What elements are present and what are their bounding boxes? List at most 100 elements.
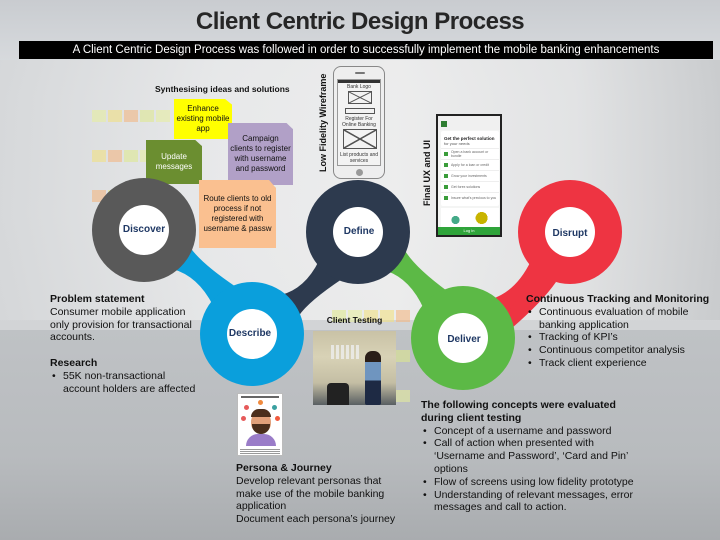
bank-icon [444,152,448,156]
person [365,351,381,405]
image-placeholder-icon [343,129,377,149]
background-sticky [92,150,106,162]
persona-beard [252,424,270,434]
wireframe-list-label: List products and services [339,152,379,164]
evaluated-list: Concept of a username and password Call … [421,425,646,515]
solution-row-text: Open a bank account or bundle [450,150,489,158]
background-sticky [332,310,346,322]
sticky-note-enhance-app: Enhance existing mobile app [174,99,232,139]
sticky-note-text: Campaign clients to register with userna… [230,134,291,173]
home-button-icon [356,169,363,176]
tracking-item: Continuous evaluation of mobile banking … [526,306,716,332]
tracking-item: Track client experience [526,357,716,370]
wall-cards [331,345,361,359]
bank-logo-icon [441,121,447,127]
persona-image [237,393,283,456]
status-bar [338,80,380,83]
research-list: 55K non-transactional account holders ar… [50,370,200,396]
loan-icon [444,163,448,167]
persona-block: Persona & Journey Develop relevant perso… [236,462,406,526]
login-button: Log in [438,227,500,235]
stage-ring-inner [333,207,383,257]
solution-row-text: Apply for a loan or credit [451,163,489,167]
stage-ring-disrupt [518,180,622,284]
stage-label-deliver: Deliver [447,334,481,345]
final-ui-screenshot: Get the perfect solution for your needs … [436,114,502,237]
persona-caption [240,449,280,454]
image-placeholder-icon [348,91,372,104]
persona-line: Document each persona’s journey [236,513,396,526]
solution-row-text: Grow your investments [451,174,487,178]
investment-icon [444,174,448,178]
low-fidelity-wireframe: Bank Logo Register For Online Banking Li… [333,66,385,179]
stage-ring-deliver [411,286,515,390]
wireframe-register-label: Register For Online Banking [342,116,376,128]
persona-heading: Persona & Journey [236,462,332,474]
wireframe-button [345,108,375,114]
evaluated-item: Concept of a username and password [421,425,646,438]
persona-icon [272,405,277,410]
background-sticky [364,310,378,322]
persona-body [246,434,276,446]
stage-label-describe: Describe [228,328,272,339]
research-item: 55K non-transactional account holders ar… [50,370,200,396]
synthesis-heading: Synthesising ideas and solutions [155,84,290,94]
solution-row: Get forex solutions [441,181,499,192]
stage-ring-define [306,180,410,284]
disrupt-tail [495,266,556,328]
evaluated-item: Flow of screens using low fidelity proto… [421,476,646,489]
background-sticky [124,110,138,122]
persona-hair [251,409,271,417]
evaluated-concepts-block: The following concepts were evaluated du… [421,399,646,514]
evaluated-item: Call of action when presented with ‘User… [421,437,646,475]
problem-statement-block: Problem statement Consumer mobile applic… [50,293,200,396]
solution-row: Open a bank account or bundle [441,148,499,159]
background-sticky [124,150,138,162]
solution-row: Apply for a loan or credit [441,159,499,170]
solution-row: Insure what's precious to you [441,192,499,203]
background-sticky [156,110,170,122]
background-sticky [396,390,410,402]
solution-row-text: Get forex solutions [451,185,481,189]
final-ui-subheading: for your needs [444,141,470,146]
final-ui-heading: Get the perfect solution [444,136,495,141]
persona-title-line [241,396,279,398]
sticky-note-text: Route clients to old process if not regi… [203,194,272,233]
stage-label-discover: Discover [122,224,166,235]
persona-icon [244,405,249,410]
problem-heading: Problem statement [50,293,145,305]
sticky-note-campaign: Campaign clients to register with userna… [228,123,293,185]
client-testing-caption: Client Testing [326,315,383,325]
stage-label-define: Define [343,226,375,237]
background-sticky [396,350,410,362]
umbrella-icon [444,196,448,200]
wireframe-bank-logo-label: Bank Logo [347,84,371,90]
illustration [441,208,499,228]
evaluated-heading: The following concepts were evaluated du… [421,399,616,424]
wireframe-screen: Bank Logo Register For Online Banking Li… [337,79,381,166]
wireframe-caption: Low Fidelity Wireframe [318,73,328,172]
background-sticky [140,110,154,122]
persona-icon [241,416,246,421]
problem-text: Consumer mobile application only provisi… [50,305,192,344]
tracking-item: Tracking of KPI’s [526,331,716,344]
tracking-item: Continuous competitor analysis [526,344,716,357]
phone-speaker [355,72,365,74]
subtitle-banner: A Client Centric Design Process was foll… [19,41,713,59]
background-sticky [108,110,122,122]
persona-line: Develop relevant personas that make use … [236,474,385,513]
background-sticky [396,310,410,322]
background-sticky [108,150,122,162]
stage-ring-discover [92,178,196,282]
tracking-list: Continuous evaluation of mobile banking … [526,306,716,370]
sticky-note-text: Enhance existing mobile app [176,104,230,133]
sticky-note-text: Update messages [155,152,193,171]
evaluated-item: Understanding of relevant messages, erro… [421,489,646,515]
stage-ring-inner [438,313,488,363]
sticky-note-update-messages: Update messages [146,140,202,184]
connector-describe-define [280,260,343,316]
client-testing-photo [313,331,396,405]
tracking-heading: Continuous Tracking and Monitoring [526,293,710,305]
